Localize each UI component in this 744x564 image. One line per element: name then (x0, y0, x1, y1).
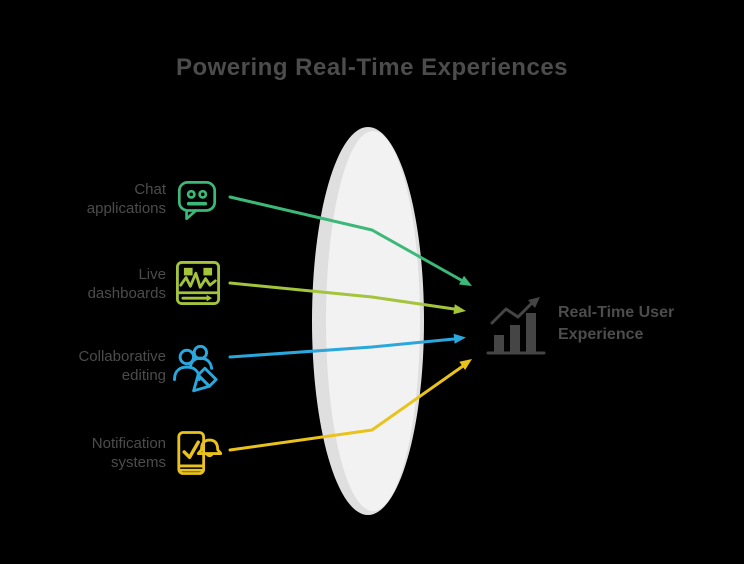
arrowhead-chat (459, 275, 472, 286)
dashboard-icon (172, 257, 224, 309)
input-label-chat-line2: applications (86, 200, 166, 217)
input-label-dashboards: Live dashboards (26, 265, 166, 303)
input-label-chat-line1: Chat (134, 181, 166, 198)
connector-line-chat (228, 195, 463, 282)
input-label-chat: Chat applications (26, 180, 166, 218)
arrowhead-notifications (459, 359, 472, 370)
input-label-collaborative-line1: Collaborative (78, 348, 166, 365)
connector-notifications (228, 359, 472, 452)
arrowhead-dashboards (453, 304, 466, 315)
page-title: Powering Real-Time Experiences (175, 54, 569, 81)
input-label-notifications-line1: Notification (91, 435, 166, 452)
connector-line-notifications (228, 364, 465, 452)
arrowhead-collaborative (453, 333, 466, 344)
output-label-line2: Experience (558, 326, 644, 343)
connector-dashboards (228, 281, 466, 315)
chatbot-icon (172, 174, 222, 224)
input-label-dashboards-line2: dashboards (87, 285, 166, 302)
lens-shape-inner (326, 131, 420, 511)
bar-chart-growth-icon (486, 295, 552, 357)
connector-chat (228, 195, 472, 286)
input-label-notifications: Notification systems (26, 434, 166, 472)
connector-line-collaborative (228, 337, 456, 359)
collaborative-editing-icon (170, 339, 224, 393)
input-label-notifications-line2: systems (110, 454, 166, 471)
input-label-collaborative-line2: editing (121, 367, 166, 384)
output-label-line1: Real-Time User (558, 304, 675, 321)
input-label-collaborative: Collaborative editing (26, 347, 166, 385)
output-label: Real-Time User Experience (558, 302, 728, 346)
connector-collaborative (228, 333, 466, 359)
connector-line-dashboards (228, 281, 456, 311)
notification-phone-icon (168, 426, 222, 480)
input-label-dashboards-line1: Live (138, 266, 166, 283)
